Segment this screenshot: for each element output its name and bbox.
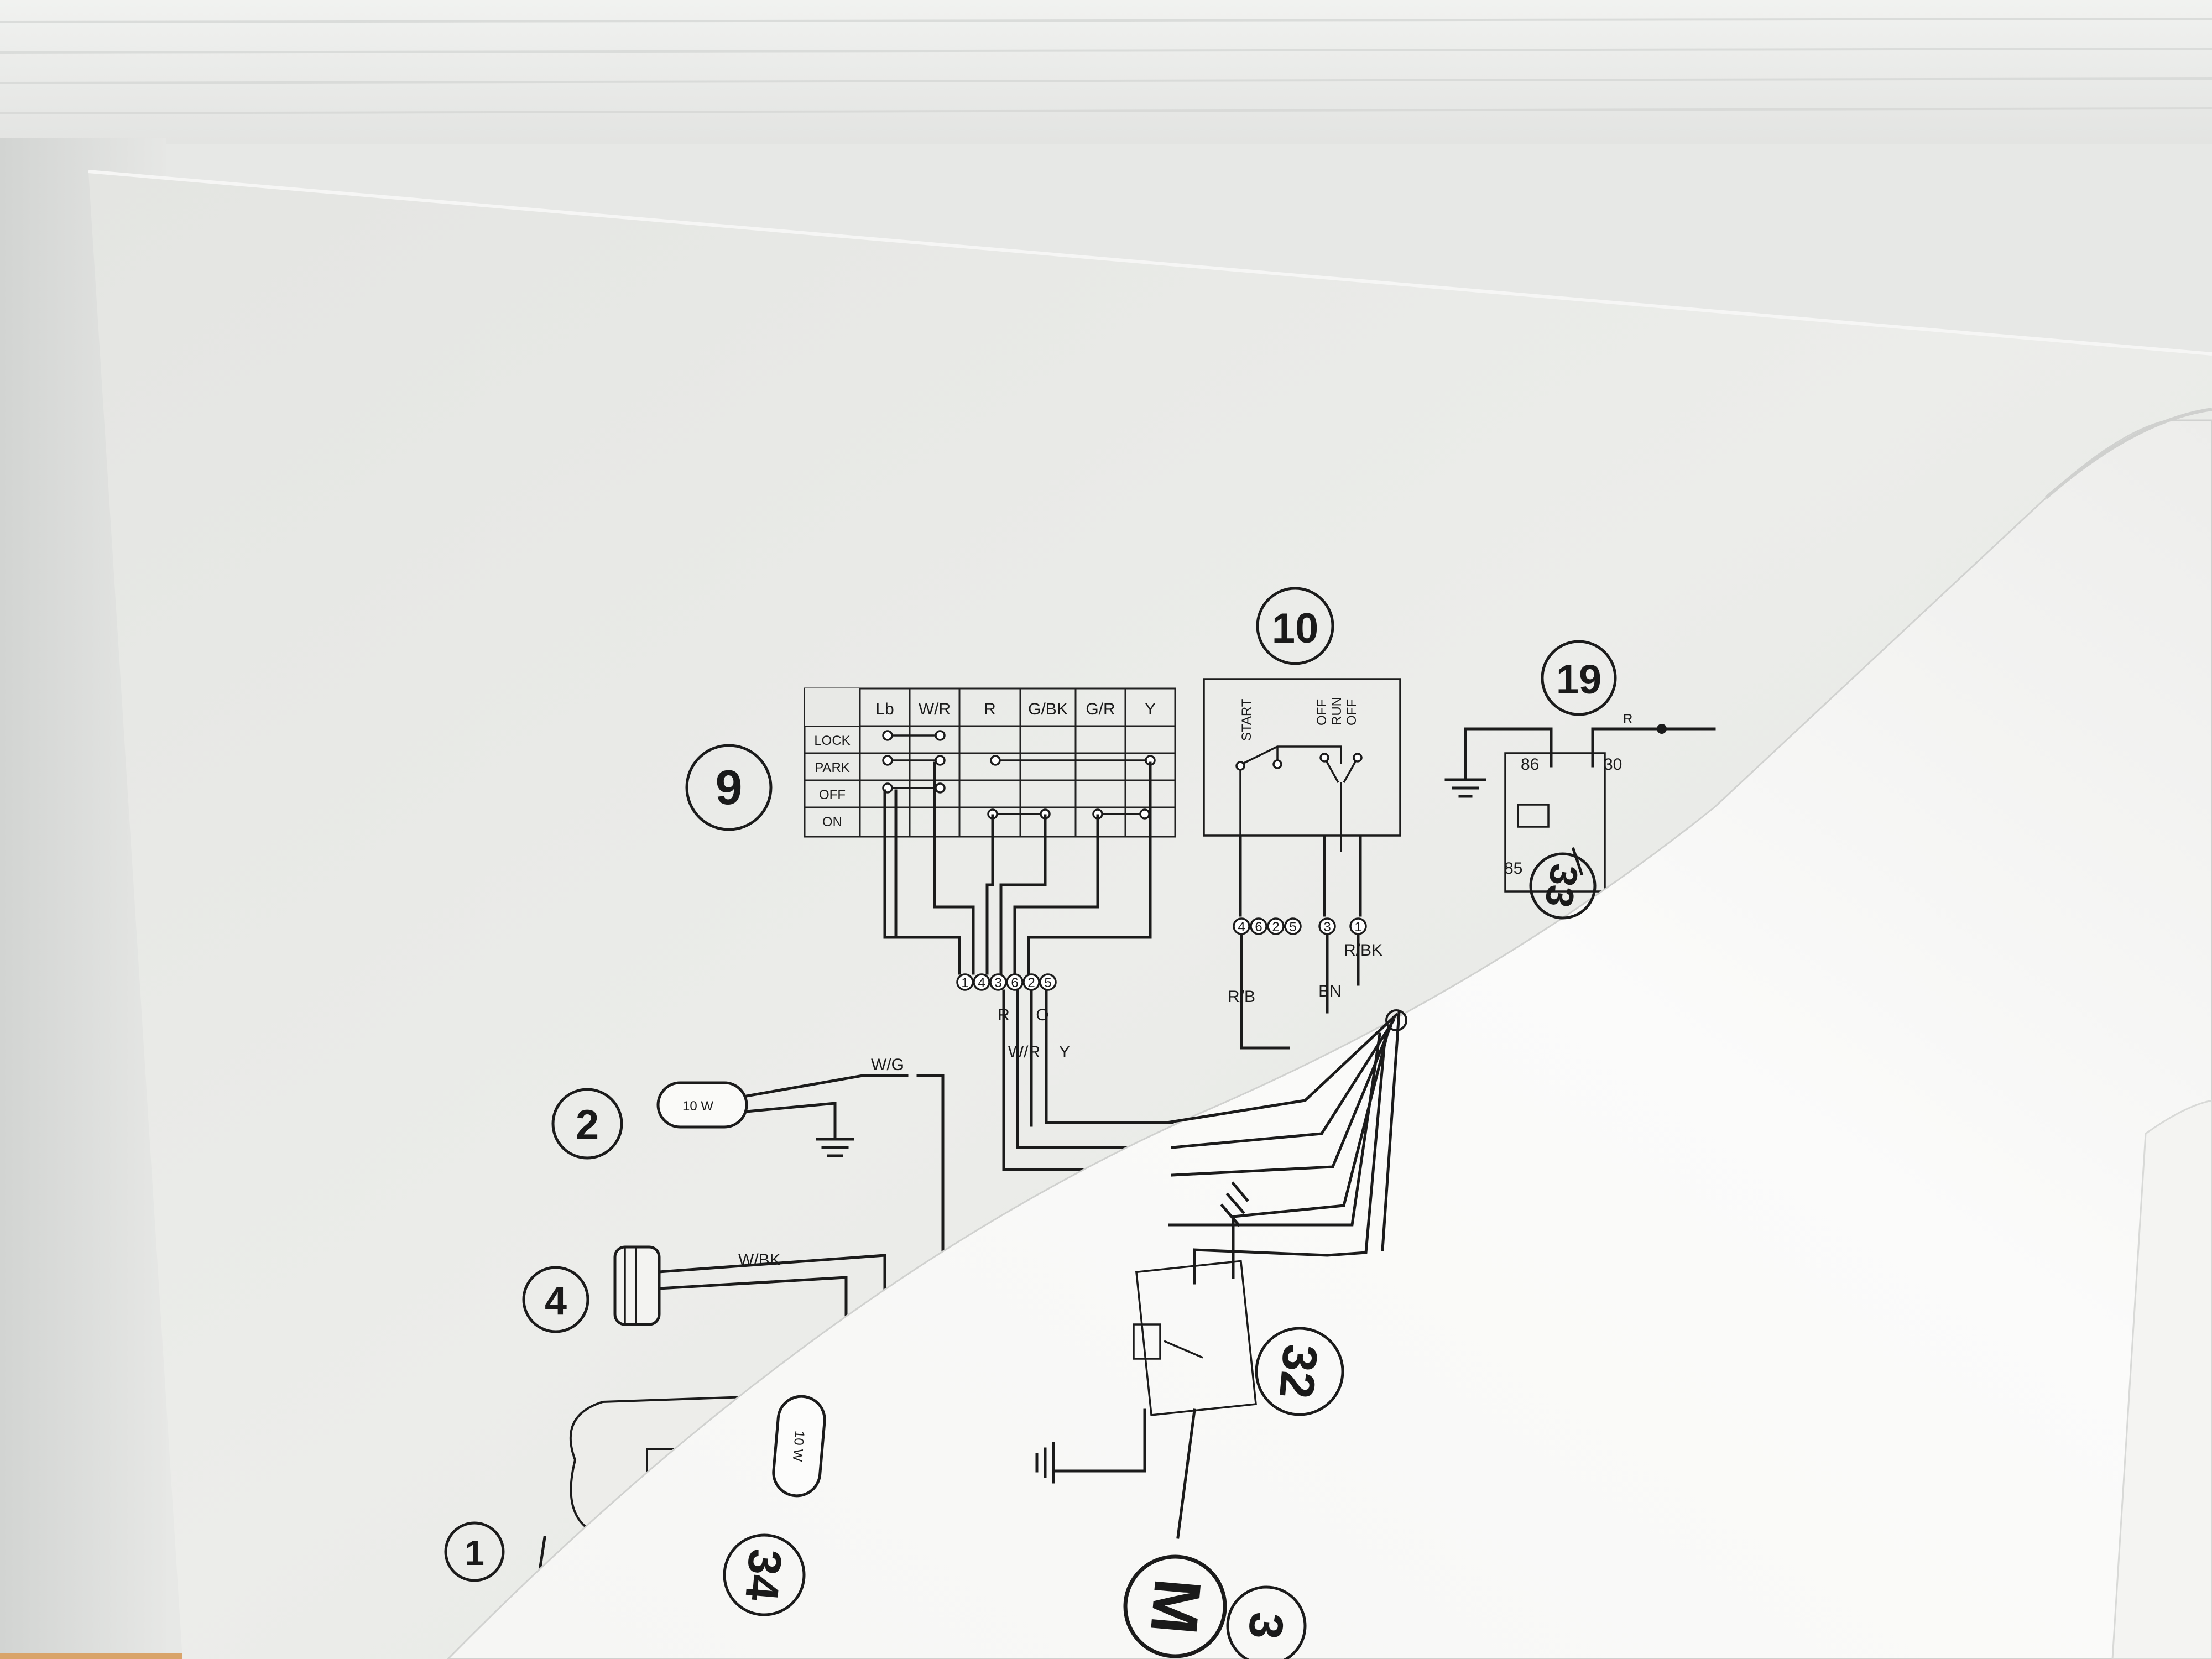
callout-34-label: 34: [735, 1547, 792, 1603]
callout-9-label: 9: [716, 760, 743, 815]
curled-page: [446, 408, 2212, 1659]
sw10-pin-5: 5: [1289, 920, 1296, 935]
callout-32-label: 32: [1269, 1342, 1328, 1401]
callout-3: 3: [1226, 1585, 1307, 1659]
wire-label-rbk: R/BK: [1344, 941, 1383, 959]
table-header-gr: G/R: [1086, 700, 1115, 718]
callout-32: 32: [1255, 1327, 1344, 1416]
motor: M: [1123, 1554, 1227, 1658]
wire-label-rb: R/B: [1228, 988, 1255, 1006]
wire-label-wg: W/G: [871, 1056, 904, 1074]
bulb-2: 10 W W/G: [656, 1056, 945, 1271]
switch-10-run: RUN: [1329, 697, 1344, 726]
switch-10-connector: 4 6 2 5 3 1 R/B BN R/BK: [1228, 834, 1383, 1050]
switch-10-start: START: [1239, 698, 1254, 741]
switch-10-off-2: OFF: [1344, 699, 1359, 726]
callout-1-label: 1: [465, 1533, 484, 1573]
sw10-pin-6: 6: [1255, 920, 1262, 935]
pin-5: 5: [1044, 975, 1051, 990]
wire-label-r: R: [998, 1006, 1010, 1024]
pin-1: 1: [961, 975, 968, 990]
table-header-wr: W/R: [919, 700, 951, 718]
callout-4-label: 4: [545, 1279, 567, 1323]
table-row-park: PARK: [815, 760, 850, 775]
callout-19-label: 19: [1556, 656, 1601, 702]
relay-pin-85: 85: [1504, 859, 1522, 878]
switch-10-off-1: OFF: [1314, 699, 1329, 726]
callout-33: 33: [1529, 852, 1597, 920]
callout-4: 4: [522, 1266, 589, 1333]
callout-2-label: 2: [576, 1102, 599, 1149]
table-row-on: ON: [822, 815, 842, 830]
callout-34: 34: [723, 1533, 806, 1616]
callout-3-label: 3: [1238, 1610, 1293, 1641]
wire-label-y: Y: [1059, 1043, 1070, 1061]
table-row-off: OFF: [819, 787, 846, 802]
table-header-y: Y: [1145, 700, 1156, 718]
wire-label-wbk: W/BK: [738, 1251, 781, 1269]
sw10-pin-3: 3: [1323, 920, 1331, 935]
bulb-34: 10 W: [772, 1395, 826, 1498]
callout-1: 1: [444, 1521, 505, 1582]
table-header-lb: Lb: [875, 700, 894, 718]
wire-label-o: O: [1036, 1006, 1048, 1024]
switch-10: START OFF RUN OFF: [1203, 678, 1401, 852]
wire-label-r-top: R: [1623, 712, 1632, 727]
ignition-switch-table: Lb W/R R G/BK G/R Y LOCK PARK OFF ON: [804, 687, 1176, 975]
sw10-pin-1: 1: [1354, 920, 1361, 935]
wire-label-bn: BN: [1318, 982, 1342, 1000]
relay-19: 86 30 85 R: [1444, 712, 1716, 893]
sw10-pin-4: 4: [1238, 920, 1245, 935]
table-header-r: R: [984, 700, 996, 718]
motor-label: M: [1136, 1575, 1215, 1637]
pin-6: 6: [1011, 975, 1018, 990]
bulb-2-rating: 10 W: [682, 1099, 713, 1114]
sw10-pin-2: 2: [1272, 920, 1279, 935]
table-row-lock: LOCK: [814, 733, 850, 748]
pin-3: 3: [994, 975, 1001, 990]
callout-10-label: 10: [1272, 605, 1319, 652]
pin-4: 4: [978, 975, 985, 990]
relay-pin-30: 30: [1604, 755, 1622, 774]
callout-9: 9: [685, 744, 773, 831]
switch-9-connector: 1 4 3 6 2 5 R O W/R Y: [956, 973, 1174, 1171]
curled-page-diagram: [1035, 847, 1584, 1539]
callout-33-label: 33: [1537, 861, 1587, 911]
callout-19: 19: [1541, 640, 1617, 716]
relay-pin-86: 86: [1521, 755, 1539, 774]
callout-10: 10: [1256, 587, 1334, 665]
bulb-34-rating: 10 W: [790, 1430, 807, 1463]
callout-2: 2: [551, 1088, 623, 1160]
wire-label-wr: W/R: [1008, 1043, 1040, 1061]
pin-2: 2: [1027, 975, 1035, 990]
table-header-gbk: G/BK: [1028, 700, 1068, 718]
